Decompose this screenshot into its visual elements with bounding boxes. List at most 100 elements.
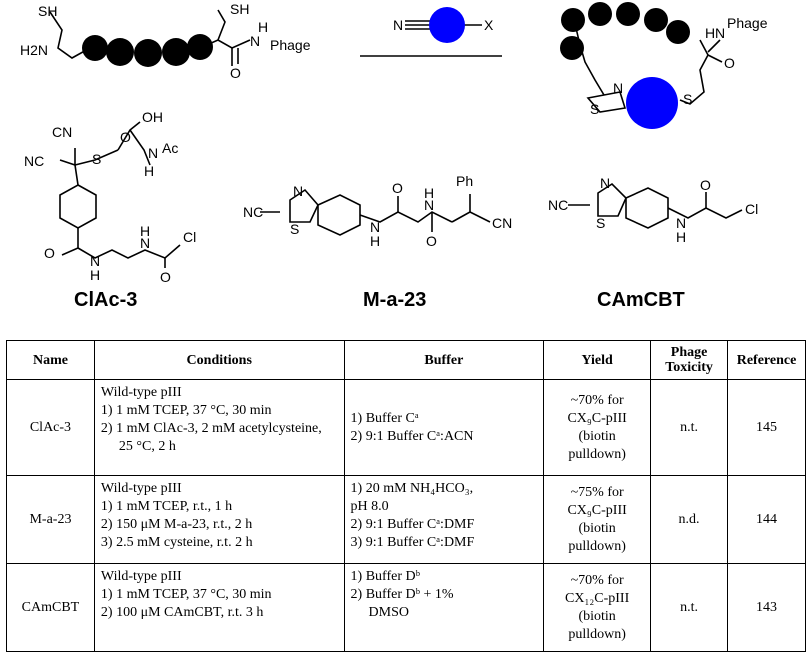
clac3-amide-o: O <box>44 245 55 261</box>
condition-line: 1) 1 mM TCEP, 37 °C, 30 min <box>100 403 272 418</box>
row-buffer: 1) 20 mM NH₄HCO₃, pH 8.0 2) 9:1 Buffer C… <box>343 475 545 564</box>
condition-line: 2) 100 μM CAmCBT, r.t. 3 h <box>100 605 264 620</box>
row-yield: ~70% for CX₁₂C-pIII (biotin pulldown) <box>543 563 652 652</box>
clac3-amide2-h: H <box>140 223 150 239</box>
sh1-label: SH <box>38 3 57 19</box>
ma23-nh2: N <box>424 197 434 213</box>
ma23-ph: Ph <box>456 173 473 189</box>
camcbt-cl: Cl <box>745 201 758 217</box>
n-label: N <box>250 33 260 49</box>
yield-line: ~75% for <box>570 484 624 500</box>
h-label: H <box>258 19 268 35</box>
product-n-label: N <box>715 25 725 41</box>
row-reference: 145 <box>727 379 806 476</box>
yield-line: (biotin <box>578 520 616 536</box>
row-toxicity: n.d. <box>650 475 729 564</box>
condition-line: 2) 1 mM ClAc-3, 2 mM acetylcysteine, 25 … <box>100 421 322 454</box>
camcbt-label: CAmCBT <box>597 289 685 311</box>
clac3-nh: N <box>148 145 158 161</box>
camcbt-nc: NC <box>548 197 568 213</box>
buffer-line: 1) Buffer Cᵃ <box>350 410 419 426</box>
header-conditions: Conditions <box>93 340 345 380</box>
ma23-o2: O <box>426 233 437 249</box>
header-yield: Yield <box>543 340 652 380</box>
product-phage-label: Phage <box>727 15 768 31</box>
clac3-amide2-o: O <box>160 269 171 285</box>
row-name: M-a-23 <box>6 475 95 564</box>
reagent-n-label: N <box>393 17 403 33</box>
row-toxicity: n.t. <box>650 563 729 652</box>
yield-line: CX₁₂C-pIII <box>565 590 630 606</box>
clac3-o: O <box>120 129 131 145</box>
camcbt-s: S <box>596 215 605 231</box>
condition-line: 1) 1 mM TCEP, r.t., 1 h <box>100 499 233 514</box>
buffer-line: 3) 9:1 Buffer Cᵃ:DMF <box>350 535 475 550</box>
yield-line: CX₉C-pIII <box>567 410 627 426</box>
yield-line: pulldown) <box>568 446 626 462</box>
row-buffer: 1) Buffer Dᵇ 2) Buffer Dᵇ + 1% DMSO <box>343 563 545 652</box>
ma23-h: H <box>370 233 380 249</box>
row-reference: 143 <box>727 563 806 652</box>
condition-line: Wild-type pIII <box>100 569 182 584</box>
clac3-h: H <box>144 163 154 179</box>
row-conditions: Wild-type pIII 1) 1 mM TCEP, 37 °C, 30 m… <box>93 379 345 476</box>
clac3-ac: Ac <box>162 140 178 156</box>
buffer-line: 2) Buffer Dᵇ + 1% <box>350 587 454 602</box>
clac3-amide-n: N <box>90 253 100 269</box>
clac3-cn2: NC <box>24 153 44 169</box>
camcbt-o: O <box>700 177 711 193</box>
condition-line: Wild-type pIII <box>100 385 182 400</box>
clac3-cl: Cl <box>183 229 196 245</box>
row-conditions: Wild-type pIII 1) 1 mM TCEP, 37 °C, 30 m… <box>93 563 345 652</box>
clac3-amide2-n: N <box>140 235 150 251</box>
table-header-row: Name Conditions Buffer Yield Phage Toxic… <box>6 340 806 380</box>
conditions-table: Name Conditions Buffer Yield Phage Toxic… <box>6 340 806 652</box>
buffer-line: 1) 20 mM NH₄HCO₃, <box>350 481 474 496</box>
yield-line: ~70% for <box>570 392 624 408</box>
clac3-s: S <box>92 151 101 167</box>
condition-line: 3) 2.5 mM cysteine, r.t. 2 h <box>100 535 253 550</box>
buffer-line: 2) 9:1 Buffer Cᵃ:ACN <box>350 428 474 444</box>
camcbt-n: N <box>600 175 610 191</box>
row-reference: 144 <box>727 475 806 564</box>
blue-bead-reagent-icon <box>429 7 465 43</box>
buffer-line: 1) Buffer Dᵇ <box>350 569 420 584</box>
ma23-nh: N <box>370 219 380 235</box>
condition-line: 1) 1 mM TCEP, 37 °C, 30 min <box>100 587 272 602</box>
header-name: Name <box>6 340 95 380</box>
phage-label: Phage <box>270 37 311 53</box>
ma23-cn: CN <box>492 215 512 231</box>
o-label: O <box>230 65 241 81</box>
ring-s-label: S <box>590 101 599 117</box>
yield-line: CX₉C-pIII <box>567 502 627 518</box>
row-toxicity: n.t. <box>650 379 729 476</box>
yield-line: pulldown) <box>568 538 626 554</box>
clac3-cooh: OH <box>142 109 163 125</box>
clac3-label: ClAc-3 <box>74 289 137 311</box>
yield-line: ~70% for <box>570 572 624 588</box>
yield-line: (biotin <box>578 428 616 444</box>
product-o-label: O <box>724 55 735 71</box>
ma23-label: M-a-23 <box>363 289 426 311</box>
ring-n-label: N <box>613 80 623 96</box>
product-h-label: H <box>705 25 715 41</box>
clac3-cn1: CN <box>52 124 72 140</box>
thioether-s-label: S <box>683 91 692 107</box>
yield-line: pulldown) <box>568 626 626 642</box>
buffer-line: 2) 9:1 Buffer Cᵃ:DMF <box>350 517 475 532</box>
row-name: CAmCBT <box>6 563 95 652</box>
condition-line: Wild-type pIII <box>100 481 182 496</box>
header-buffer: Buffer <box>343 340 545 380</box>
row-conditions: Wild-type pIII 1) 1 mM TCEP, r.t., 1 h 2… <box>93 475 345 564</box>
condition-line: 2) 150 μM M-a-23, r.t., 2 h <box>100 517 253 532</box>
row-yield: ~75% for CX₉C-pIII (biotin pulldown) <box>543 475 652 564</box>
camcbt-nh: N <box>676 215 686 231</box>
table-row: ClAc-3 Wild-type pIII 1) 1 mM TCEP, 37 °… <box>6 379 806 476</box>
clac3-amide-h: H <box>90 267 100 283</box>
header-reference: Reference <box>727 340 806 380</box>
h2n-label: H2N <box>20 42 48 58</box>
row-buffer: 1) Buffer Cᵃ 2) 9:1 Buffer Cᵃ:ACN <box>343 379 545 476</box>
reagent-x-label: X <box>484 17 494 33</box>
sh2-label: SH <box>230 1 249 17</box>
ma23-h2: H <box>424 185 434 201</box>
